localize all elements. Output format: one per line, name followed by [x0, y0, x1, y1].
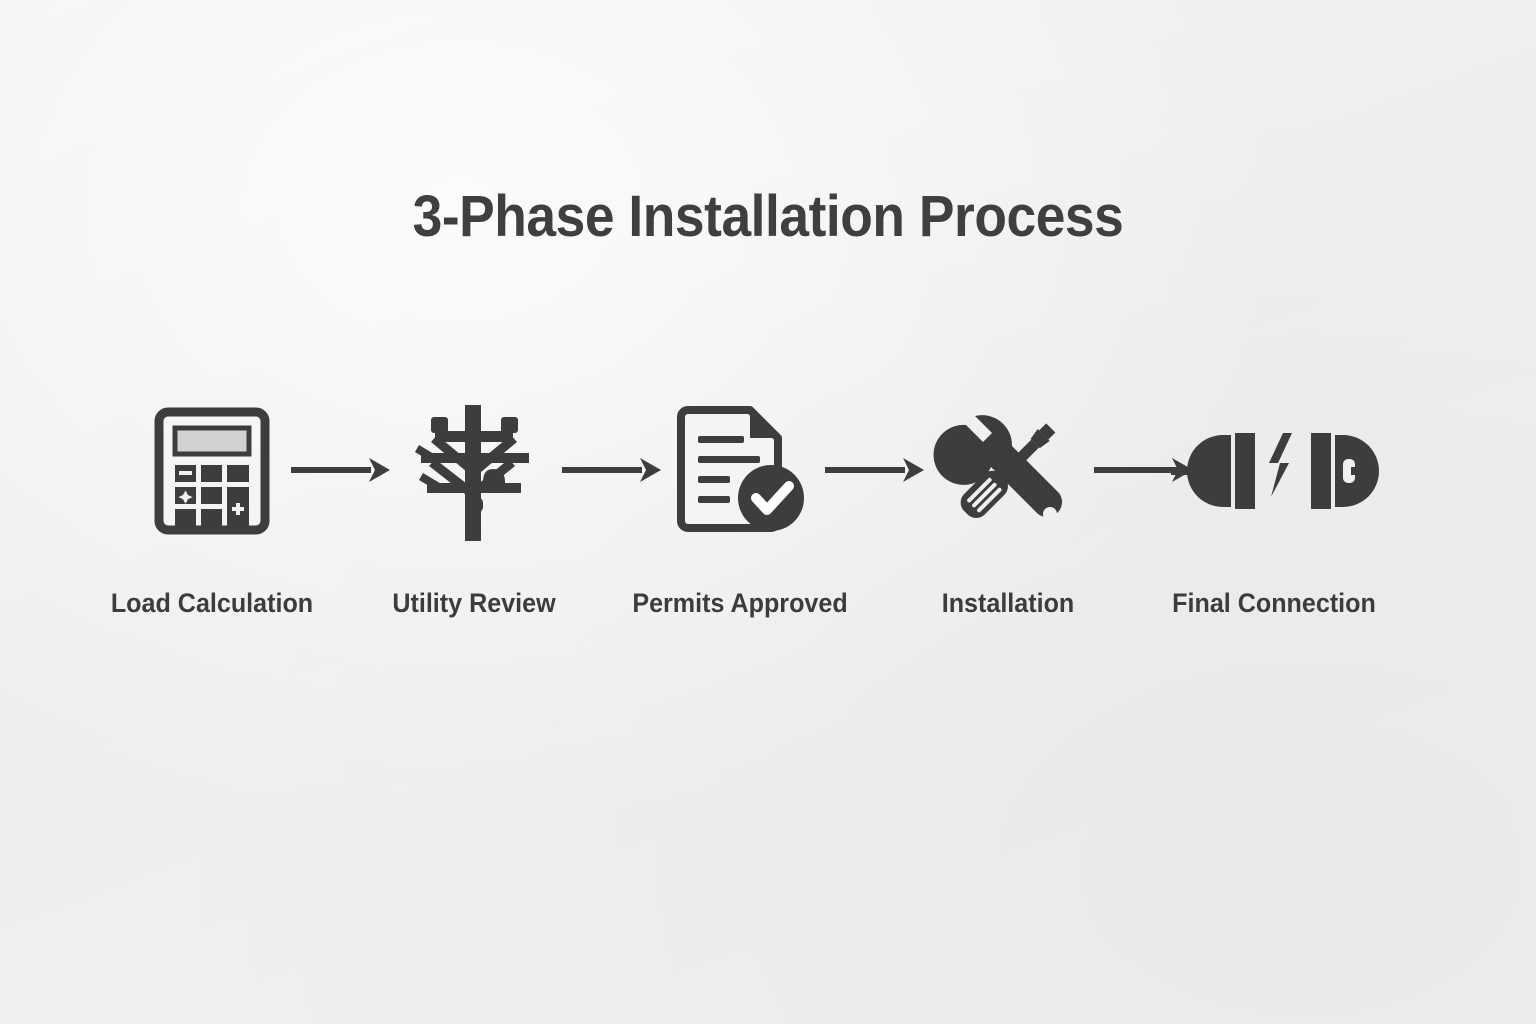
wrench-screwdriver-icon [933, 415, 1062, 521]
flow-step-load-calculation[interactable]: Load Calculation [96, 396, 328, 636]
document-check-icon [677, 406, 804, 532]
icon-container [358, 396, 590, 546]
flow-step-installation[interactable]: Installation [892, 396, 1124, 636]
flow-arrow-3 [823, 454, 927, 486]
flow-arrow-1 [289, 454, 393, 486]
arrow-right-icon [825, 458, 924, 482]
utility-pole-icon [415, 405, 529, 541]
icon-container [892, 396, 1124, 546]
flow-step-label: Installation [941, 588, 1075, 618]
flow-arrow-2 [560, 454, 664, 486]
flow-step-label: Utility Review [392, 588, 556, 618]
flow-step-label: Load Calculation [110, 588, 314, 618]
flow-step-label: Permits Approved [632, 588, 848, 618]
icon-container [1158, 396, 1390, 546]
page-title: 3-Phase Installation Process [412, 184, 1124, 249]
plug-connection-icon [1171, 433, 1379, 509]
icon-container [96, 396, 328, 546]
icon-container [624, 396, 856, 546]
arrow-right-icon [291, 458, 390, 482]
calculator-icon [154, 407, 270, 535]
flow-step-utility-review[interactable]: Utility Review [358, 396, 590, 636]
arrow-right-icon [562, 458, 661, 482]
flow-step-label: Final Connection [1172, 588, 1376, 618]
process-flow: Load Calculation [96, 396, 1440, 636]
flow-step-permits-approved[interactable]: Permits Approved [624, 396, 856, 636]
flow-step-final-connection[interactable]: Final Connection [1158, 396, 1390, 636]
